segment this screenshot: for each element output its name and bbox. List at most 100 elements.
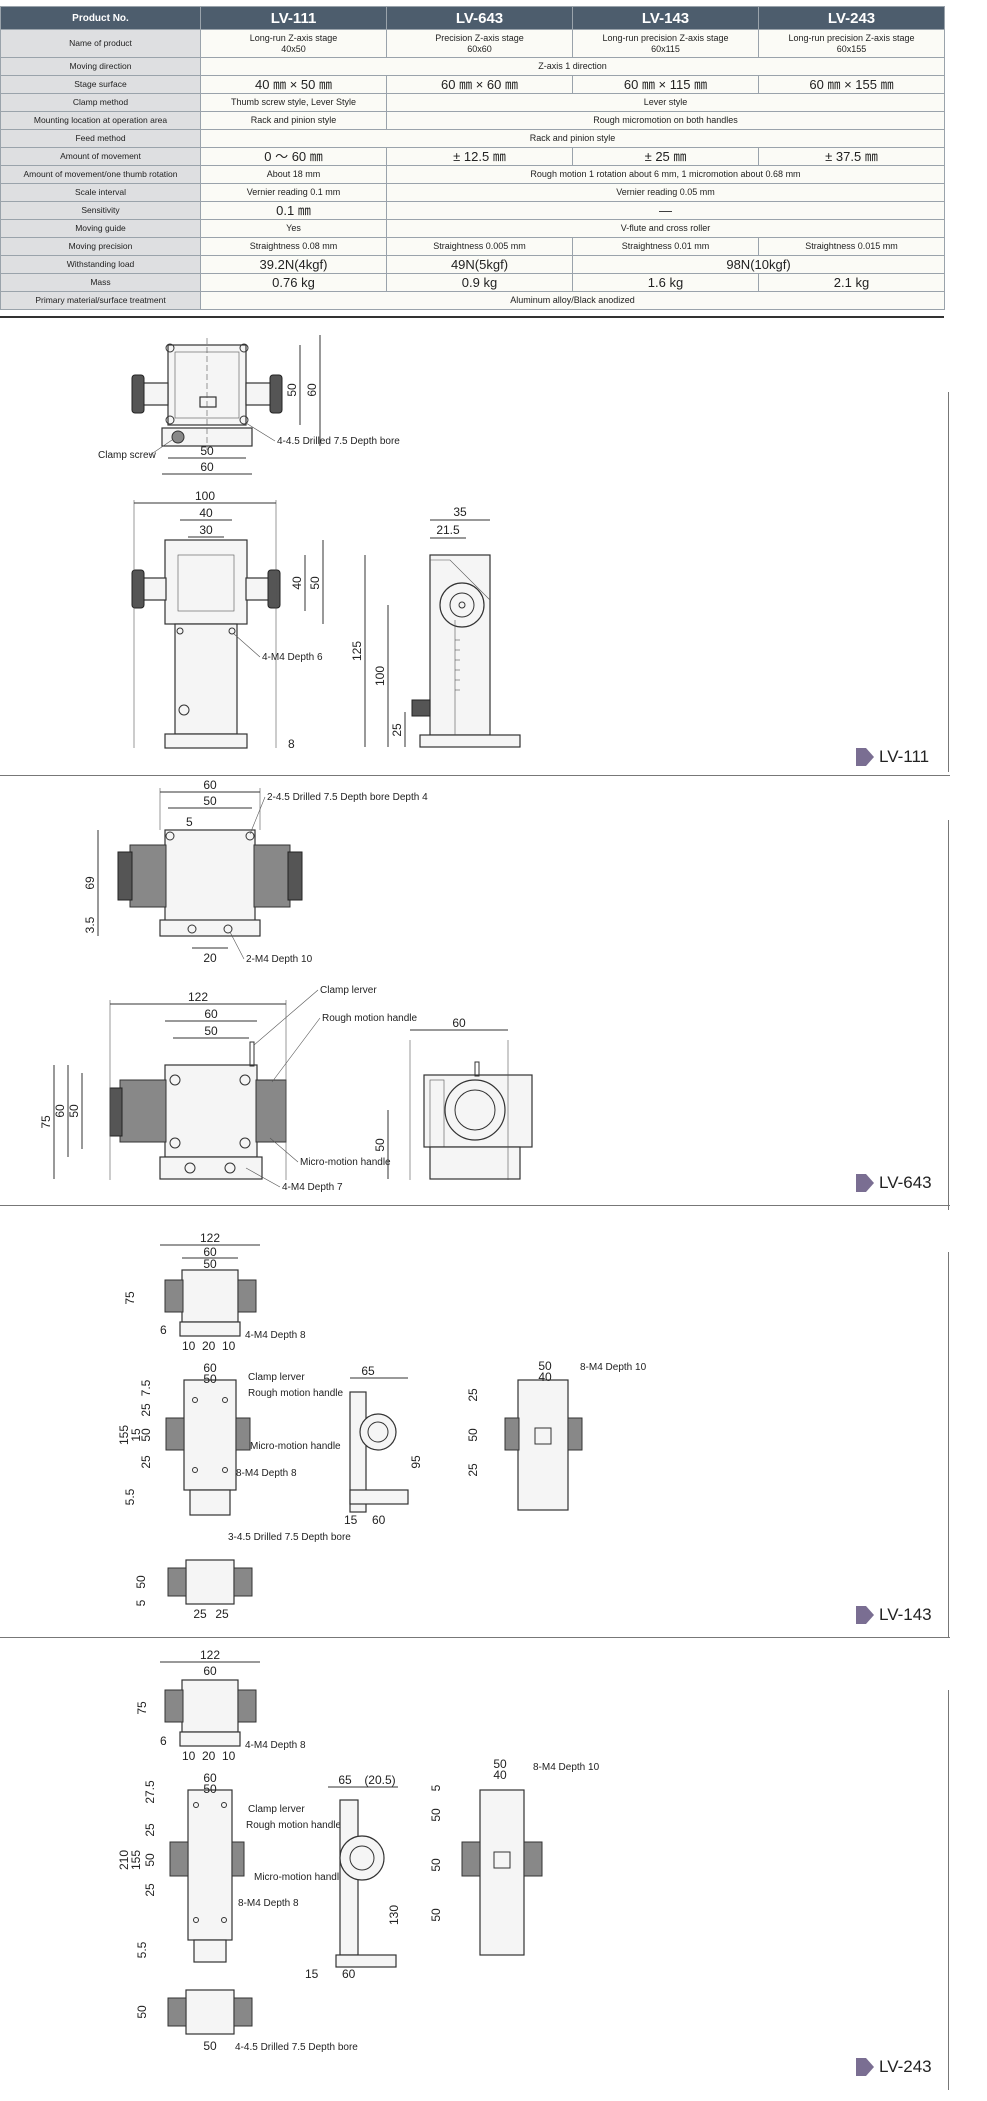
svg-text:8-M4 Depth 10: 8-M4 Depth 10 [580,1362,647,1373]
svg-text:4-M4 Depth 7: 4-M4 Depth 7 [282,1182,343,1193]
svg-text:Clamp screw: Clamp screw [98,450,157,461]
cell: About 18 mm [200,165,387,184]
svg-text:20: 20 [202,1339,216,1353]
svg-text:2-M4 Depth 10: 2-M4 Depth 10 [246,954,313,965]
model-tag-label: LV-111 [879,747,930,766]
svg-text:60: 60 [203,778,217,792]
section-border [948,1690,949,2090]
row-label: Scale interval [0,183,201,202]
svg-text:4-4.5 Drilled 7.5 Depth bore: 4-4.5 Drilled 7.5 Depth bore [235,2042,358,2053]
cell: Vernier reading 0.05 mm [386,183,945,202]
cell: Z-axis 1 direction [200,57,945,76]
svg-text:4-M4 Depth 8: 4-M4 Depth 8 [245,1330,306,1341]
model-tag-label: LV-643 [879,1173,932,1192]
cell: Lever style [386,93,945,112]
cell: ± 37.5 ㎜ [758,147,945,166]
svg-text:155: 155 [129,1850,143,1870]
cell: Rough micromotion on both handles [386,111,945,130]
svg-text:Rough motion handle: Rough motion handle [246,1820,342,1831]
row-label: Moving direction [0,57,201,76]
chevron-right-icon [856,2058,874,2076]
svg-text:50: 50 [538,1359,552,1373]
svg-text:40: 40 [538,1370,552,1384]
table-row: Clamp method Thumb screw style, Lever St… [0,93,945,112]
table-row: Moving direction Z-axis 1 direction [0,57,945,76]
svg-text:50: 50 [204,1024,218,1038]
svg-text:Rough motion handle: Rough motion handle [322,1013,418,1024]
lv111-side-view: 35 21.5 125 100 25 [350,505,521,748]
svg-text:5: 5 [429,1784,443,1791]
svg-text:95: 95 [409,1455,423,1469]
svg-text:21.5: 21.5 [436,523,460,537]
model-tag-lv143: LV-143 [856,1604,946,1626]
lv143-front-view: 60 50 7.5 25 155 15 50 25 5.5 Clamp lerv… [117,1361,344,1516]
svg-text:10: 10 [182,1749,196,1763]
svg-text:6: 6 [160,1734,167,1748]
cell: 0.76 kg [200,273,387,292]
cell: 98N(10kgf) [572,255,945,274]
svg-text:60: 60 [372,1513,386,1527]
svg-text:50: 50 [285,383,299,397]
cell: Rough motion 1 rotation about 6 mm, 1 mi… [386,165,945,184]
svg-text:60: 60 [342,1967,356,1981]
svg-text:60: 60 [203,1664,217,1678]
section-divider [0,775,950,776]
table-row: Moving precision Straightness 0.08 mm St… [0,237,945,256]
cell: 40 ㎜ × 50 ㎜ [200,75,387,94]
svg-text:5.5: 5.5 [123,1488,137,1505]
svg-text:130: 130 [387,1905,401,1925]
svg-text:3.5: 3.5 [83,916,97,933]
svg-text:30: 30 [199,523,213,537]
table-row: Mass 0.76 kg 0.9 kg 1.6 kg 2.1 kg [0,273,945,292]
lv643-top-view: 60 50 5 69 3.5 20 2-4.5 Drilled 7.5 Dept… [83,778,428,965]
svg-text:50: 50 [308,576,322,590]
row-label: Mass [0,273,201,292]
row-label: Stage surface [0,75,201,94]
chevron-right-icon [856,748,874,766]
svg-text:50: 50 [203,794,217,808]
svg-text:25: 25 [466,1388,480,1402]
svg-text:Micro-motion handle: Micro-motion handle [300,1157,391,1168]
lv643-side-view: 60 50 [373,1016,533,1180]
header-lv243: LV-243 [758,6,945,30]
svg-text:60: 60 [203,1245,217,1259]
svg-text:122: 122 [200,1231,220,1245]
row-label: Withstanding load [0,255,201,274]
svg-text:60: 60 [53,1104,67,1118]
svg-text:Clamp lerver: Clamp lerver [320,985,377,996]
cell: 60 ㎜ × 115 ㎜ [572,75,759,94]
cell: Aluminum alloy/Black anodized [200,291,945,310]
table-row: Amount of movement/one thumb rotation Ab… [0,165,945,184]
row-label: Sensitivity [0,201,201,220]
model-tag-lv643: LV-643 [856,1172,946,1194]
drawing-lv111: 50 60 50 60 Clamp screw 4-4.5 Drilled 7.… [98,335,521,751]
chevron-right-icon [856,1606,874,1624]
cell: Straightness 0.005 mm [386,237,573,256]
spec-table: Product No. LV-111 LV-643 LV-143 LV-243 … [0,6,945,310]
svg-text:50: 50 [493,1757,507,1771]
cell: Rack and pinion style [200,129,945,148]
cell: ± 25 ㎜ [572,147,759,166]
table-row: Scale interval Vernier reading 0.1 mm Ve… [0,183,945,202]
cell: — [386,201,945,220]
cell: 0.1 ㎜ [200,201,387,220]
svg-text:50: 50 [429,1858,443,1872]
svg-text:75: 75 [39,1115,53,1129]
svg-text:4-M4 Depth 8: 4-M4 Depth 8 [245,1740,306,1751]
svg-text:20: 20 [202,1749,216,1763]
svg-text:Rough motion handle: Rough motion handle [248,1388,344,1399]
svg-text:40: 40 [493,1768,507,1782]
row-label: Amount of movement [0,147,201,166]
svg-text:50: 50 [429,1908,443,1922]
svg-text:69: 69 [83,876,97,890]
svg-text:50: 50 [200,444,214,458]
svg-text:15: 15 [344,1513,358,1527]
row-label: Clamp method [0,93,201,112]
cell: 1.6 kg [572,273,759,292]
lv243-rear-view: 50 40 5 50 50 50 8-M4 Depth 10 [429,1757,600,1956]
table-row: Amount of movement 0 〜 60 ㎜ ± 12.5 ㎜ ± 2… [0,147,945,166]
lv643-front-view: 122 60 50 75 60 50 Clamp lerver Rough mo… [39,985,418,1193]
table-row: Mounting location at operation area Rack… [0,111,945,130]
